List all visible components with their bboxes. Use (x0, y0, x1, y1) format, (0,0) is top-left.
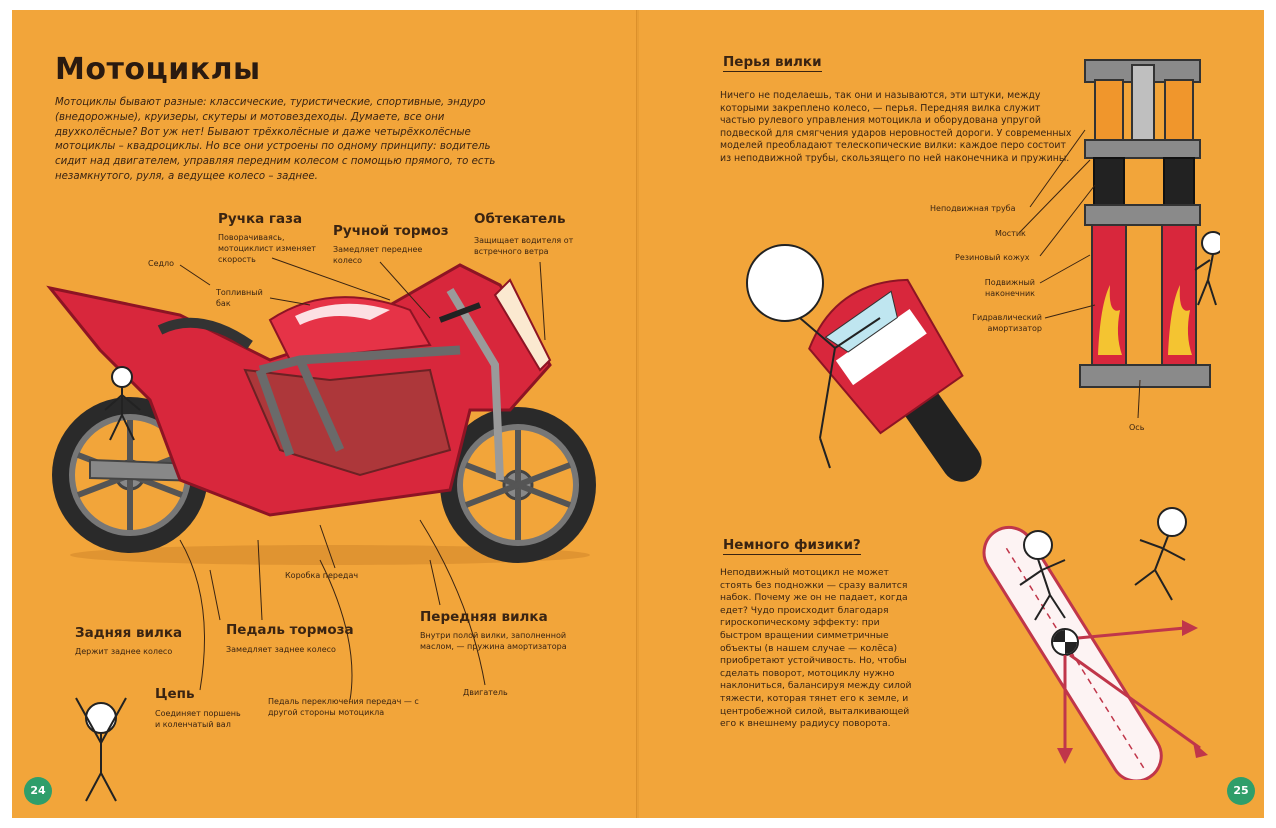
handlebar-icon (438, 302, 482, 323)
chain-title: Цепь (155, 686, 195, 702)
fairing-desc: Защищает водителя от встречного ветра (474, 236, 574, 256)
windshield-icon (493, 278, 552, 372)
page-number-right: 25 (1227, 777, 1255, 805)
chain-desc: Соединяет поршень и коленчатый вал (155, 709, 241, 729)
axle-label: Ось (1129, 423, 1145, 432)
frame-icon (255, 345, 461, 457)
leaning-motorcycle-icon (746, 244, 982, 482)
stick-figure-icon (104, 366, 141, 441)
gyroscope-diagram-icon (982, 507, 1208, 780)
physics-heading: Немного физики? (723, 537, 861, 555)
brake-pedal-desc: Замедляет заднее колесо (226, 645, 336, 654)
forks-heading: Перья вилки (723, 54, 822, 72)
rear-fork-desc: Держит заднее колесо (75, 647, 173, 656)
tank-label: Топливный бак (216, 288, 263, 308)
engine-label: Двигатель (463, 688, 508, 697)
damper-label: Гидравлический амортизатор (972, 313, 1042, 333)
telescopic-fork-icon (1079, 59, 1220, 388)
forks-paragraph: Ничего не поделаешь, так они и называютс… (720, 90, 1072, 164)
fixed-tube-label: Неподвижная труба (930, 204, 1016, 213)
bridge-label: Мостик (995, 229, 1026, 238)
hand-brake-title: Ручной тормоз (333, 223, 449, 239)
brake-pedal-title: Педаль тормоза (226, 622, 354, 638)
fairing-title: Обтекатель (474, 211, 566, 227)
throttle-title: Ручка газа (218, 211, 303, 227)
front-fork-icon (446, 287, 504, 481)
front-fork-desc: Внутри полой вилки, заполненной маслом, … (420, 631, 567, 651)
gear-pedal-label: Педаль переключения передач — с другой с… (268, 697, 419, 717)
front-fork-title: Передняя вилка (420, 609, 548, 625)
book-gutter (636, 10, 640, 818)
intro-paragraph: Мотоциклы бывают разные: классические, т… (55, 97, 496, 182)
hand-brake-desc: Замедляет переднее колесо (333, 245, 423, 265)
engine-icon (243, 368, 452, 477)
rear-fork-title: Задняя вилка (75, 625, 183, 641)
gearbox-label: Коробка передач (285, 571, 359, 580)
front-wheel-icon (440, 407, 596, 563)
rubber-cover-label: Резиновый кожух (955, 253, 1030, 262)
moving-tip-label: Подвижный наконечник (984, 278, 1035, 298)
page-number-left: 24 (24, 777, 52, 805)
motorcycle-illustration (46, 263, 596, 565)
physics-paragraph: Неподвижный мотоцикл не может стоять без… (720, 567, 912, 730)
throttle-desc: Поворачиваясь, мотоциклист изменяет скор… (218, 233, 316, 264)
seat-icon (157, 317, 253, 350)
stick-figure-cheering-icon (75, 697, 127, 802)
page-title: Мотоциклы (55, 52, 261, 87)
seat-label: Седло (148, 259, 175, 268)
